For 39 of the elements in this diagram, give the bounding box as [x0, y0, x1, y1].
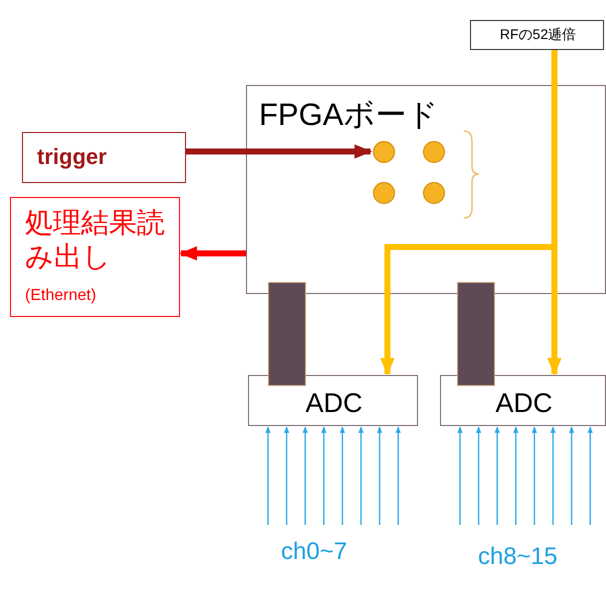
arrow	[569, 426, 574, 525]
arrow	[532, 426, 537, 525]
arrow	[457, 426, 463, 525]
circle-marker	[422, 140, 444, 162]
circle-marker	[372, 182, 394, 204]
connector-bar	[457, 282, 495, 386]
arrow	[340, 426, 345, 525]
arrow	[550, 426, 556, 525]
arrow	[186, 144, 372, 159]
connector-bar	[268, 282, 306, 386]
readout-label: 処理結果読み出し	[25, 206, 165, 274]
arrow	[494, 426, 500, 525]
arrow	[588, 426, 593, 525]
block-box	[22, 132, 186, 183]
block-box	[470, 20, 604, 50]
adc-label: ADC	[304, 387, 364, 420]
arrow	[476, 426, 482, 525]
block-box	[248, 375, 418, 426]
arrow	[265, 426, 271, 525]
arrow	[513, 426, 518, 525]
arrow	[358, 426, 364, 525]
arrow	[302, 426, 308, 525]
block-box	[10, 197, 180, 317]
arrow	[179, 246, 246, 261]
board-title: FPGAボード	[259, 96, 438, 134]
arrow	[380, 50, 558, 376]
block-box	[440, 375, 606, 426]
adc-label: ADC	[494, 387, 554, 420]
circle-marker	[372, 140, 394, 162]
channel-label: ch0~7	[281, 538, 348, 566]
arrow	[396, 426, 401, 525]
box-label: RFの52逓倍	[498, 26, 578, 43]
arrow	[321, 426, 326, 525]
channel-label: ch8~15	[478, 543, 558, 571]
trigger-label: trigger	[37, 144, 107, 170]
arrow	[377, 426, 382, 525]
interface-label: (Ethernet)	[25, 286, 96, 306]
arrow	[284, 426, 290, 525]
circle-marker	[422, 182, 444, 204]
